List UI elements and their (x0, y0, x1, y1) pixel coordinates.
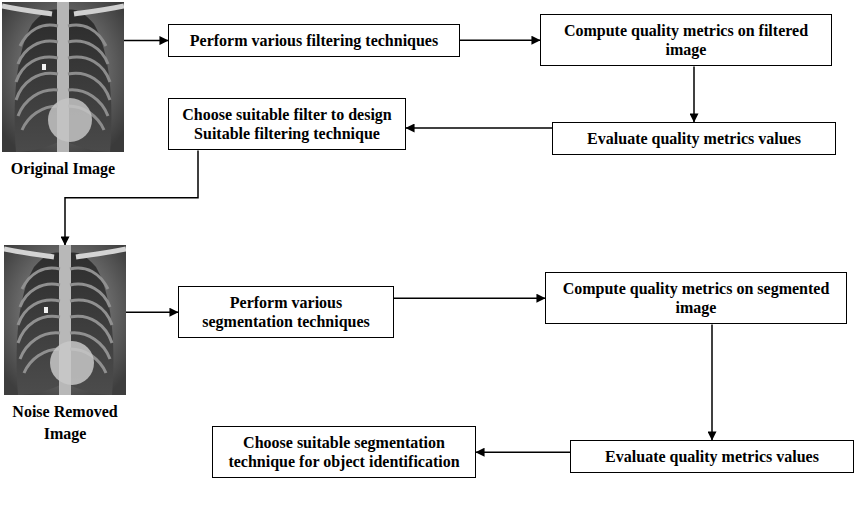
flow-arrow (126, 311, 178, 313)
process-box: Choose suitable filter to design Suitabl… (168, 98, 406, 150)
image-caption: Noise Removed Image (0, 401, 130, 444)
process-box: Perform various segmentation techniques (178, 286, 394, 338)
process-box: Evaluate quality metrics values (570, 440, 854, 473)
box-label: Choose suitable segmentation technique f… (221, 433, 467, 471)
process-box: Compute quality metrics on filtered imag… (540, 14, 832, 66)
box-label: Evaluate quality metrics values (579, 447, 845, 466)
box-label: Perform various filtering techniques (177, 31, 451, 50)
box-label: Choose suitable filter to design Suitabl… (177, 105, 397, 143)
process-box: Evaluate quality metrics values (552, 122, 836, 155)
process-box: Compute quality metrics on segmented ima… (545, 272, 847, 324)
flow-arrow (460, 39, 540, 41)
process-box: Choose suitable segmentation technique f… (212, 426, 476, 478)
box-label: Compute quality metrics on filtered imag… (549, 21, 823, 59)
flow-arrow (124, 40, 168, 42)
flow-arrow (693, 66, 695, 122)
image-node: Noise Removed Image (4, 245, 126, 395)
flow-arrow (711, 324, 713, 440)
xray-image (4, 245, 126, 395)
box-label: Evaluate quality metrics values (561, 129, 827, 148)
image-node: Original Image (2, 2, 124, 152)
process-box: Perform various filtering techniques (168, 24, 460, 57)
box-label: Perform various segmentation techniques (187, 293, 385, 331)
flow-arrow (394, 297, 545, 299)
flow-arrow (476, 451, 570, 453)
image-caption: Original Image (0, 158, 138, 180)
box-label: Compute quality metrics on segmented ima… (554, 279, 838, 317)
xray-image (2, 2, 124, 152)
flow-arrow (406, 127, 552, 129)
